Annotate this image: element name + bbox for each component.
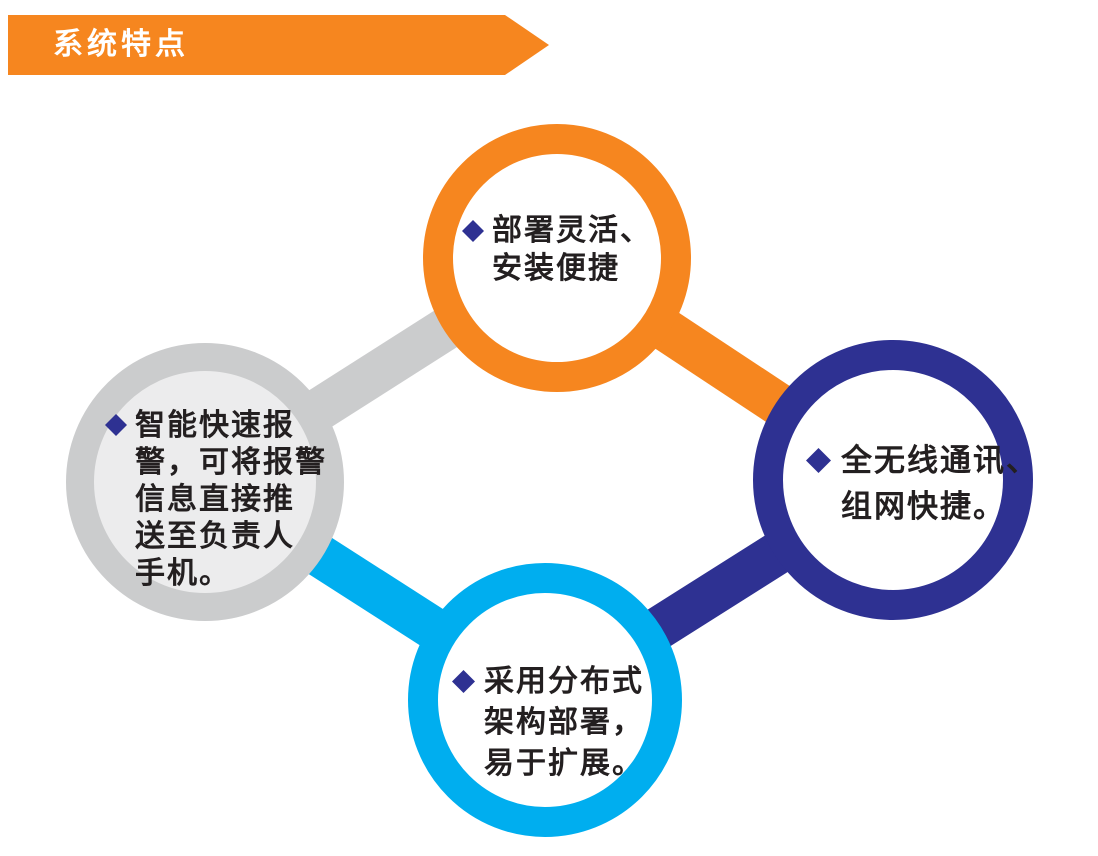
text-line: 全无线通讯、 <box>841 443 1039 478</box>
section-banner-arrow <box>8 15 549 75</box>
text-line: 送至负责人 <box>135 520 295 553</box>
page-title: 系统特点 <box>53 28 189 61</box>
text-line: 手机。 <box>135 557 231 590</box>
text-line: 采用分布式 <box>484 665 644 698</box>
diamond-bullet-icon <box>105 414 127 436</box>
text-line: 易于扩展。 <box>484 747 644 780</box>
text-line: 信息直接推 <box>135 483 295 516</box>
text-line: 部署灵活、 <box>492 214 652 247</box>
node-text-distributed: 采用分布式 架构部署， 易于扩展。 <box>452 661 644 784</box>
diamond-bullet-icon <box>452 670 475 693</box>
node-text-deploy: 部署灵活、 安装便捷 <box>462 212 652 288</box>
text-line: 警，可将报警 <box>135 446 327 479</box>
diamond-bullet-icon <box>806 448 831 473</box>
node-circle-alarm <box>66 343 344 621</box>
node-circle-deploy <box>423 124 691 392</box>
text-line: 智能快速报 <box>135 409 295 442</box>
text-line: 组网快捷。 <box>841 489 1006 524</box>
text-line: 安装便捷 <box>492 252 620 285</box>
diamond-bullet-icon <box>462 220 484 242</box>
node-circle-distributed <box>408 563 682 837</box>
node-circle-wireless <box>753 340 1033 620</box>
node-text-alarm: 智能快速报 警，可将报警 信息直接推 送至负责人 手机。 <box>105 407 327 592</box>
text-line: 架构部署， <box>484 706 644 739</box>
node-text-wireless: 全无线通讯、 组网快捷。 <box>806 438 1039 530</box>
